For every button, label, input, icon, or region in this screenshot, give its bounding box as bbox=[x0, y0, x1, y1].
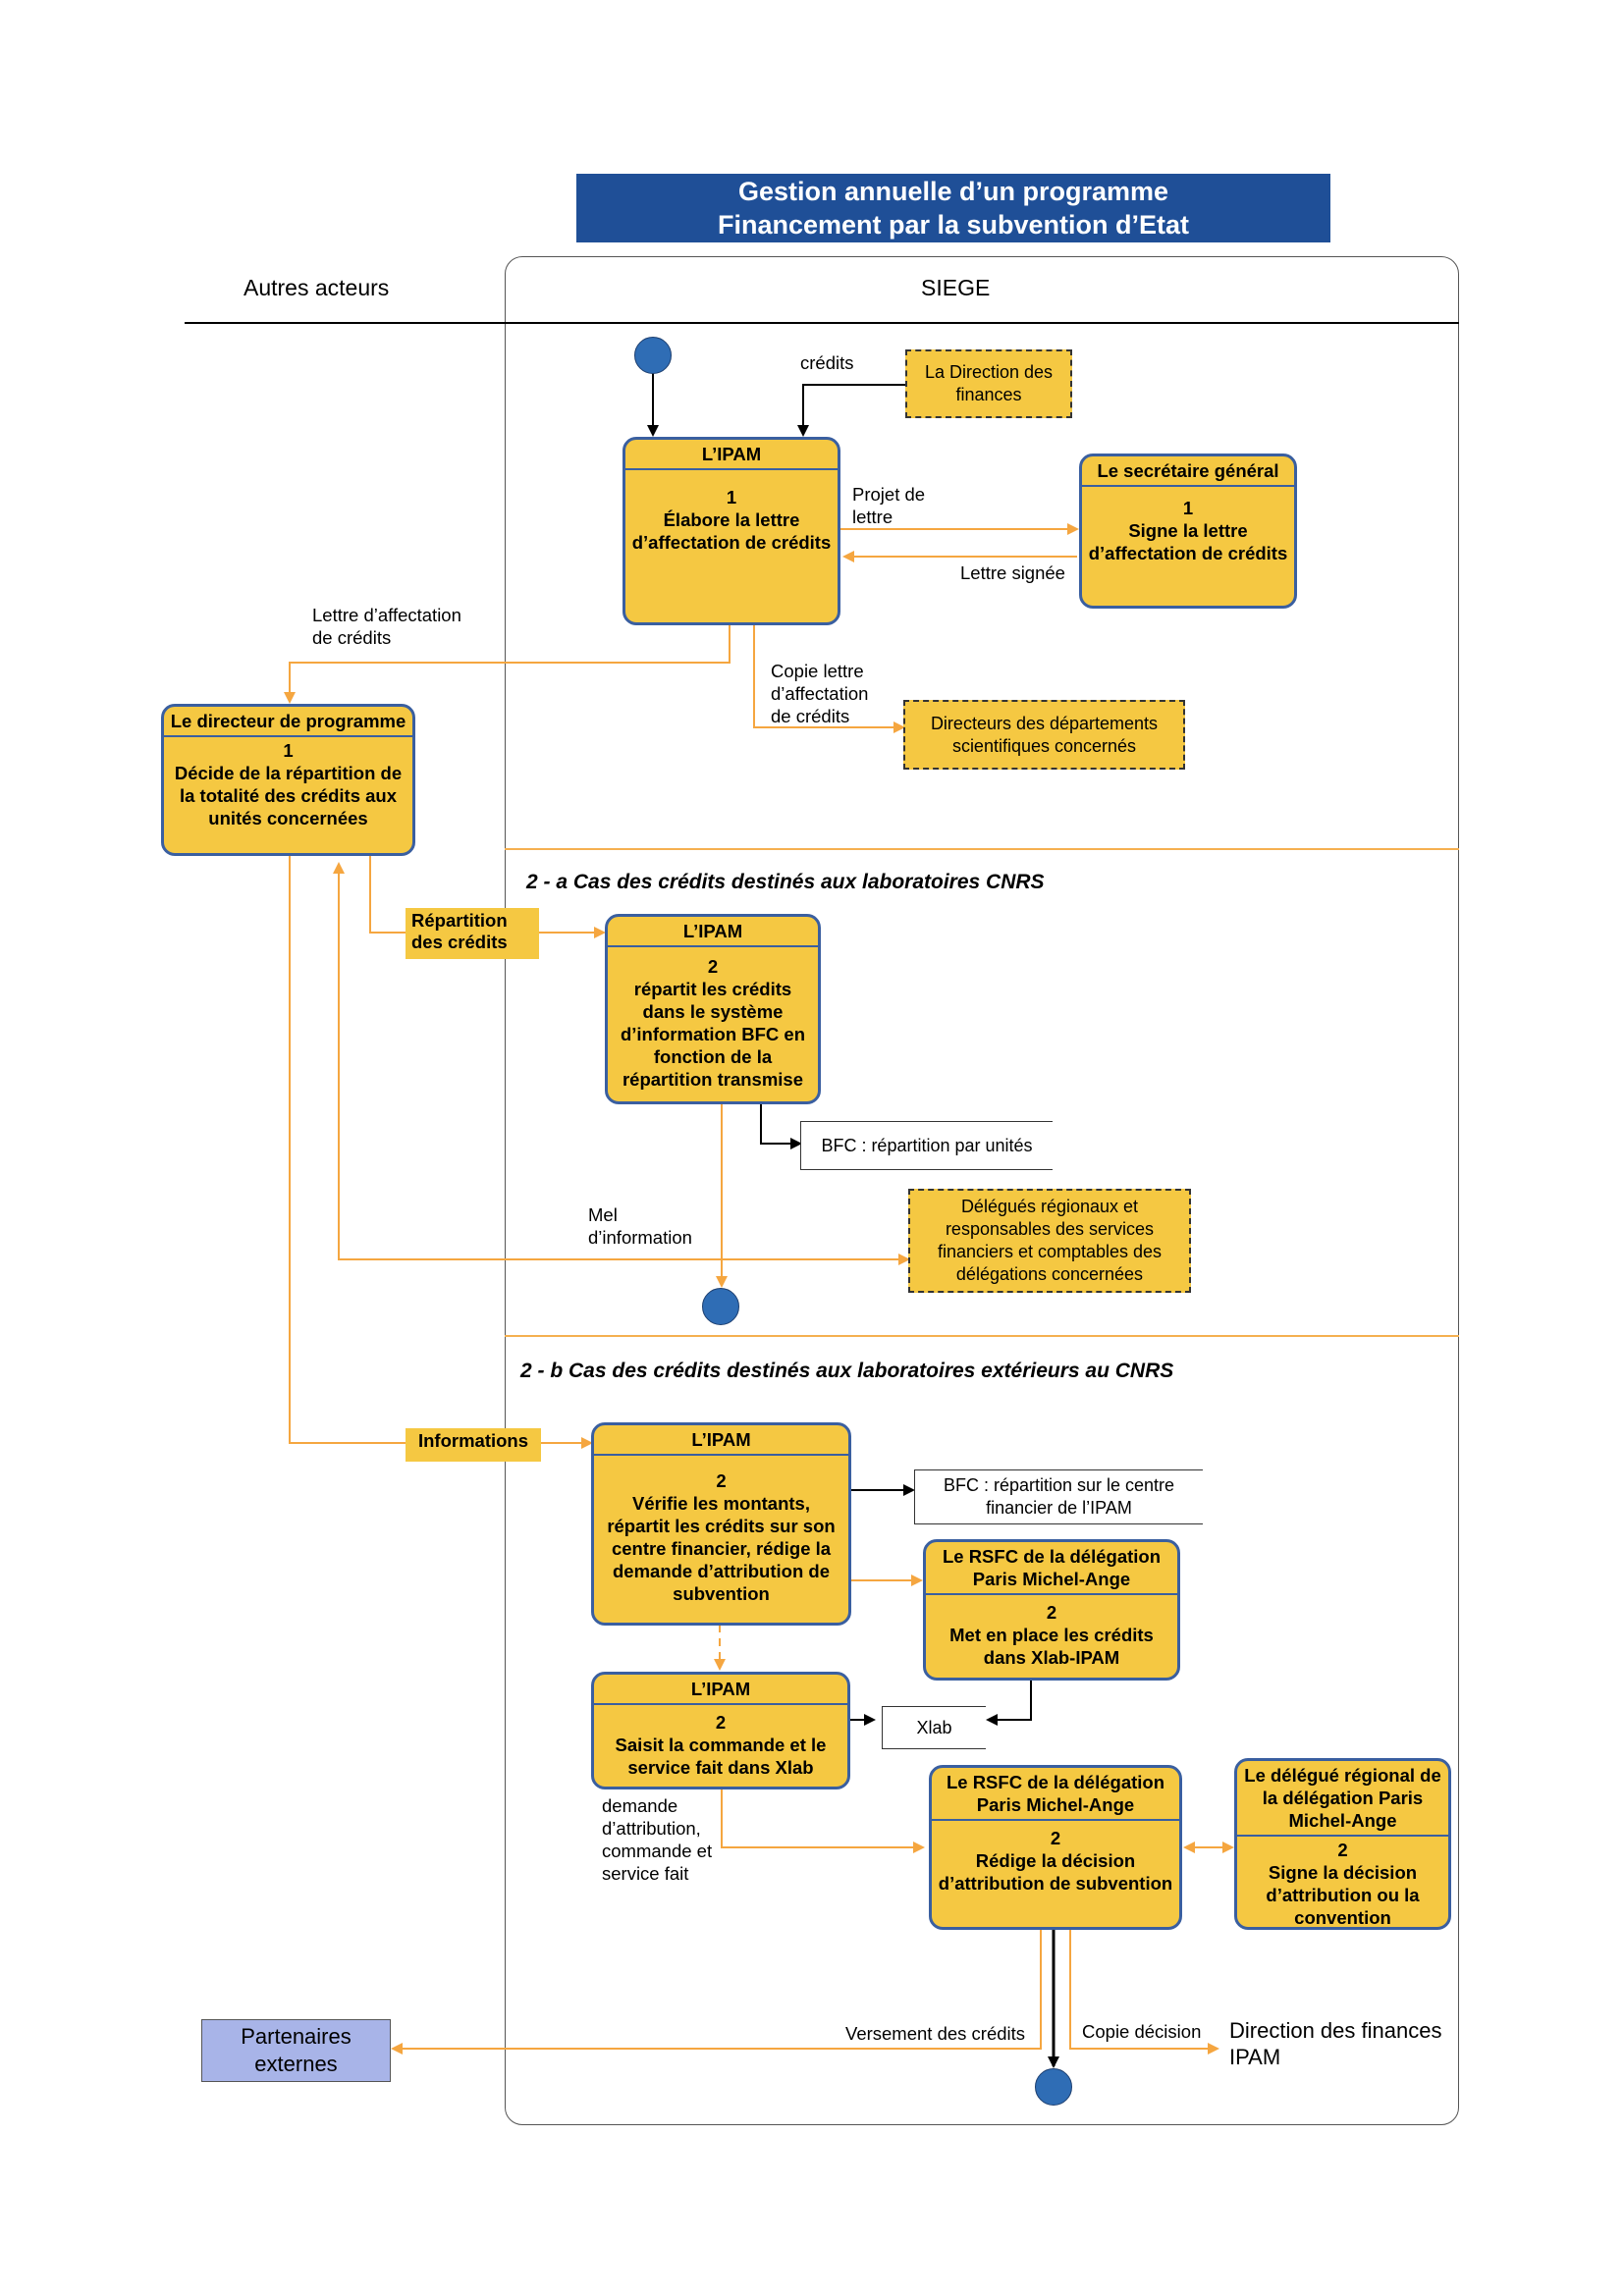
partenaires-externes: Partenaires externes bbox=[201, 2019, 391, 2082]
lane-header-siege: SIEGE bbox=[921, 275, 991, 300]
store-bfc-unites: BFC : répartition par unités bbox=[800, 1121, 1053, 1170]
actor-delegues-regionaux: Délégués régionaux et responsables des s… bbox=[908, 1189, 1191, 1293]
label-lettre-signee: Lettre signée bbox=[960, 562, 1065, 583]
box-text: Met en place les crédits dans Xlab-IPAM bbox=[949, 1625, 1154, 1668]
label-direction-finances-ipam: Direction des finances IPAM bbox=[1229, 2018, 1442, 2069]
box-header: L’IPAM bbox=[625, 440, 838, 470]
step-number: 2 bbox=[707, 956, 719, 977]
arrow-copie-lettre bbox=[753, 625, 905, 733]
step-number: 1 bbox=[726, 487, 737, 507]
label-copie-decision: Copie décision bbox=[1082, 2021, 1202, 2042]
title-line-2: Financement par la subvention d’Etat bbox=[717, 210, 1190, 240]
label-credits: crédits bbox=[800, 352, 854, 373]
label-versement-credits: Versement des crédits bbox=[845, 2023, 1026, 2044]
arrow-copie-decision bbox=[1069, 1930, 1219, 2055]
arrow-lettre-affectation bbox=[284, 625, 731, 704]
step-number: 2 bbox=[1050, 1828, 1061, 1848]
box-text: Signe la décision d’attribution ou la co… bbox=[1266, 1862, 1420, 1928]
end-node-b bbox=[1035, 2068, 1072, 2106]
box-text: Vérifie les montants, répartit les crédi… bbox=[607, 1493, 836, 1604]
box-header: L’IPAM bbox=[594, 1425, 848, 1456]
label-mel-information: Mel d’information bbox=[588, 1204, 692, 1248]
label-demande-attribution: demande d’attribution, commande et servi… bbox=[602, 1795, 713, 1884]
section-separator-a bbox=[505, 848, 1459, 850]
box-text: Signe la lettre d’affectation de crédits bbox=[1088, 520, 1288, 563]
box-header: L’IPAM bbox=[594, 1675, 847, 1705]
step-number: 1 bbox=[1182, 498, 1194, 518]
start-node bbox=[634, 337, 672, 374]
tag-informations: Informations bbox=[406, 1428, 541, 1462]
lane-header-divider bbox=[185, 322, 1459, 324]
box-header: Le délégué régional de la délégation Par… bbox=[1237, 1761, 1448, 1837]
step-number: 2 bbox=[715, 1712, 727, 1733]
step-number: 2 bbox=[1046, 1602, 1057, 1623]
box-text: Élabore la lettre d’affectation de crédi… bbox=[631, 509, 832, 553]
diagram-title: Gestion annuelle d’un programme Financem… bbox=[576, 174, 1330, 242]
title-line-1: Gestion annuelle d’un programme bbox=[737, 177, 1169, 206]
label-copie-lettre: Copie lettre d’affectation de crédits bbox=[771, 661, 869, 726]
box-rsfc-redige: Le RSFC de la délégation Paris Michel-An… bbox=[929, 1765, 1182, 1930]
box-rsfc-met-en-place: Le RSFC de la délégation Paris Michel-An… bbox=[923, 1539, 1180, 1681]
box-text: Décide de la répartition de la totalité … bbox=[174, 763, 403, 828]
section-title-b: 2 - b Cas des crédits destinés aux labor… bbox=[520, 1360, 1174, 1382]
box-header: Le secrétaire général bbox=[1082, 456, 1294, 487]
label-lettre-affectation: Lettre d’affectation de crédits bbox=[312, 605, 461, 648]
store-xlab: Xlab bbox=[882, 1706, 986, 1749]
box-header: Le RSFC de la délégation Paris Michel-An… bbox=[932, 1768, 1179, 1821]
arrow-mel-information bbox=[333, 862, 910, 1265]
box-secretaire-general: Le secrétaire général 1 Signe la lettre … bbox=[1079, 454, 1297, 609]
arrow-demande bbox=[721, 1789, 925, 1853]
step-number: 1 bbox=[283, 740, 294, 761]
box-text: Rédige la décision d’attribution de subv… bbox=[938, 1850, 1173, 1894]
step-number: 2 bbox=[1337, 1840, 1348, 1860]
arrow-credits bbox=[797, 384, 905, 437]
arrow-bfc-unites bbox=[760, 1104, 802, 1149]
actor-direction-finances: La Direction des finances bbox=[905, 349, 1072, 418]
box-ipam-saisit: L’IPAM 2 Saisit la commande et le servic… bbox=[591, 1672, 850, 1789]
box-header: Le RSFC de la délégation Paris Michel-An… bbox=[926, 1542, 1177, 1595]
box-delegue-regional: Le délégué régional de la délégation Par… bbox=[1234, 1758, 1451, 1930]
step-number: 2 bbox=[716, 1470, 727, 1491]
box-directeur-programme: Le directeur de programme 1 Décide de la… bbox=[161, 704, 415, 856]
section-separator-b bbox=[505, 1335, 1459, 1337]
box-header: Le directeur de programme bbox=[164, 707, 412, 737]
arrow-rsfc-xlab bbox=[986, 1681, 1032, 1726]
arrow-versement bbox=[391, 1930, 1042, 2055]
store-bfc-centre-financier: BFC : répartition sur le centre financie… bbox=[914, 1469, 1203, 1524]
box-header: L’IPAM bbox=[608, 917, 818, 947]
label-projet-lettre: Projet de lettre bbox=[852, 484, 926, 527]
box-text: répartit les crédits dans le système d’i… bbox=[620, 979, 806, 1090]
box-text: Saisit la commande et le service fait da… bbox=[615, 1735, 827, 1778]
box-ipam-elabore: L’IPAM 1 Élabore la lettre d’affectation… bbox=[623, 437, 840, 625]
tag-repartition-credits: Répartition des crédits bbox=[406, 908, 539, 959]
lane-header-autres-acteurs: Autres acteurs bbox=[244, 275, 390, 300]
box-ipam-verifie: L’IPAM 2 Vérifie les montants, répartit … bbox=[591, 1422, 851, 1626]
box-ipam-repartit-bfc: L’IPAM 2 répartit les crédits dans le sy… bbox=[605, 914, 821, 1104]
end-node-a bbox=[702, 1288, 739, 1325]
actor-directeurs-departements: Directeurs des départements scientifique… bbox=[903, 700, 1185, 770]
